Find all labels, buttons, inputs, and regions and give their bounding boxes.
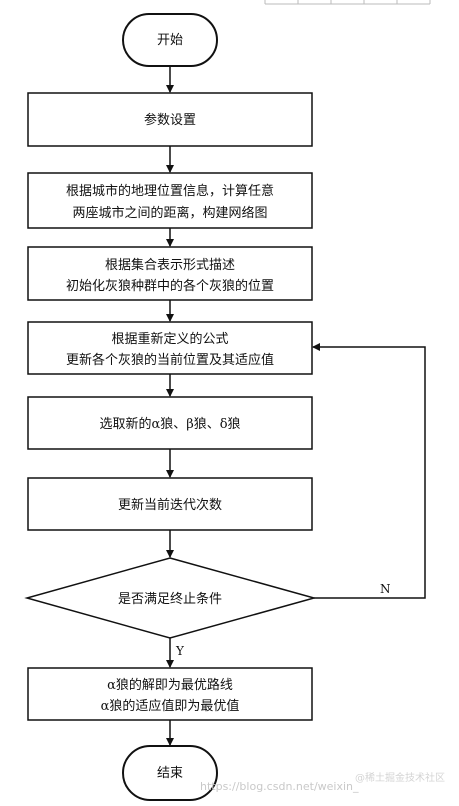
end-label: 结束 <box>157 766 183 781</box>
update-label-line-1: 根据重新定义的公式 <box>111 331 228 347</box>
distance-label-line-2: 两座城市之间的距离，构建网络图 <box>72 205 267 221</box>
process-params <box>27 92 313 147</box>
decision-label: 是否满足终止条件 <box>118 591 222 607</box>
params-label: 参数设置 <box>144 112 196 128</box>
process-init <box>27 246 313 301</box>
label-no: N <box>380 582 391 596</box>
watermark-url: https://blog.csdn.net/weixin_ <box>200 780 359 793</box>
select-label: 选取新的α狼、β狼、δ狼 <box>99 416 240 432</box>
process-result <box>27 667 313 721</box>
distance-label-line-1: 根据城市的地理位置信息，计算任意 <box>66 183 274 199</box>
update-label-line-2: 更新各个灰狼的当前位置及其适应值 <box>66 352 274 368</box>
watermark-brand: @稀土掘金技术社区 <box>355 771 445 784</box>
init-label-line-1: 根据集合表示形式描述 <box>105 257 235 273</box>
start-label: 开始 <box>157 33 183 48</box>
label-yes: Y <box>175 644 185 658</box>
process-distance <box>27 172 313 229</box>
process-iter <box>27 477 313 531</box>
loop-no-path <box>312 343 426 599</box>
init-label-line-2: 初始化灰狼种群中的各个灰狼的位置 <box>66 278 274 294</box>
result-label-line-1: α狼的解即为最优路线 <box>107 677 233 693</box>
cropped-table-edge <box>264 0 431 5</box>
end-terminator <box>122 745 218 801</box>
iter-label: 更新当前迭代次数 <box>118 497 222 513</box>
result-label-line-2: α狼的适应值即为最优值 <box>101 698 240 714</box>
